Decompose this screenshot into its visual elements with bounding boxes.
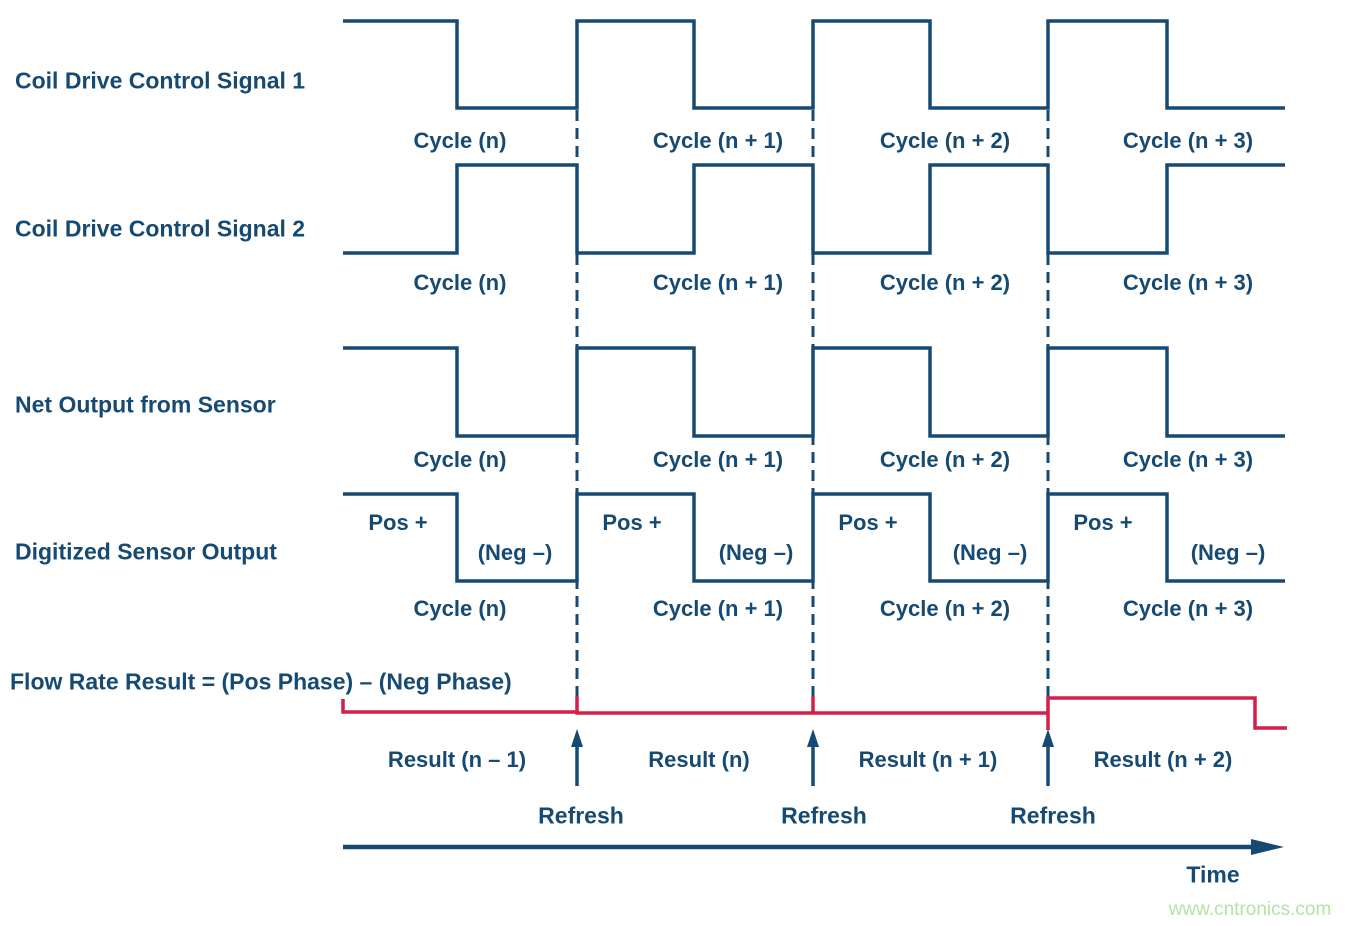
cycle-label: Cycle (n) [413, 270, 507, 295]
result-label: Result (n + 1) [858, 747, 998, 772]
neg-phase-label: (Neg –) [477, 540, 553, 565]
pos-phase-label: Pos + [838, 510, 898, 535]
time-axis-arrowhead-icon [1251, 839, 1284, 855]
net-output-waveform [343, 346, 1285, 438]
refresh-arrowhead-icon [1042, 729, 1054, 747]
cycle-label: Cycle (n + 1) [652, 596, 784, 621]
refresh-arrowhead-icon [571, 729, 583, 747]
neg-phase-label: (Neg –) [1190, 540, 1266, 565]
signal1-row-label: Coil Drive Control Signal 1 [15, 67, 306, 94]
refresh-label: Refresh [781, 802, 867, 829]
cycle-label: Cycle (n + 2) [879, 128, 1011, 153]
signal1-waveform [343, 19, 1285, 110]
cycle-label: Cycle (n + 2) [879, 596, 1011, 621]
cycle-label: Cycle (n) [413, 447, 507, 472]
digitized-row-label: Digitized Sensor Output [15, 538, 277, 565]
result-label: Result (n + 2) [1093, 747, 1233, 772]
cycle-label: Cycle (n + 3) [1122, 128, 1254, 153]
signal2-row-label: Coil Drive Control Signal 2 [15, 215, 306, 242]
flow-rate-row-label: Flow Rate Result = (Pos Phase) – (Neg Ph… [10, 668, 512, 695]
flow-rate-result-trace [341, 696, 1287, 730]
cycle-label: Cycle (n + 2) [879, 447, 1011, 472]
neg-phase-label: (Neg –) [718, 540, 794, 565]
digitized-output-waveform [343, 492, 1285, 583]
signal2-waveform [343, 163, 1285, 255]
cycle-label: Cycle (n + 1) [652, 447, 784, 472]
result-label: Result (n – 1) [387, 747, 527, 772]
time-axis-label: Time [1186, 861, 1240, 888]
refresh-arrow-lines [575, 745, 1050, 786]
cycle-label: Cycle (n) [413, 128, 507, 153]
neg-phase-label: (Neg –) [952, 540, 1028, 565]
net-output-row-label: Net Output from Sensor [15, 391, 276, 418]
cycle-label: Cycle (n + 3) [1122, 447, 1254, 472]
pos-phase-label: Pos + [368, 510, 428, 535]
refresh-label: Refresh [538, 802, 624, 829]
watermark-text: www.cntronics.com [1168, 899, 1332, 920]
cycle-label: Cycle (n + 1) [652, 128, 784, 153]
cycle-label: Cycle (n + 3) [1122, 596, 1254, 621]
refresh-arrowhead-icon [807, 729, 819, 747]
refresh-label: Refresh [1010, 802, 1096, 829]
cycle-label: Cycle (n + 2) [879, 270, 1011, 295]
pos-phase-label: Pos + [1073, 510, 1133, 535]
cycle-label: Cycle (n + 3) [1122, 270, 1254, 295]
result-label: Result (n) [648, 747, 750, 772]
pos-phase-label: Pos + [602, 510, 662, 535]
cycle-label: Cycle (n + 1) [652, 270, 784, 295]
cycle-label: Cycle (n) [413, 596, 507, 621]
